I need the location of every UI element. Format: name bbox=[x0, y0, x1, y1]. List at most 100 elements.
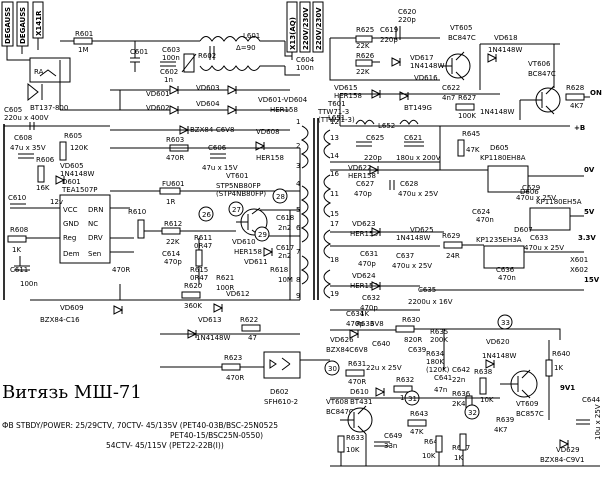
c603-value: 100n bbox=[162, 54, 180, 62]
r628-value: 4K7 bbox=[570, 102, 584, 110]
r644-resistor bbox=[435, 435, 443, 453]
c625-value: 220p bbox=[364, 154, 382, 162]
c618-label: C618 bbox=[276, 214, 294, 222]
r610-resistor bbox=[137, 219, 145, 239]
vd601-label: VD601 bbox=[146, 90, 170, 98]
vd601-604-label: VD601-VD604 bbox=[258, 96, 308, 104]
r603-label: R603 bbox=[166, 136, 184, 144]
r602-label: R602 bbox=[198, 52, 216, 60]
c632-value: 470p bbox=[360, 304, 378, 312]
r628-resistor bbox=[565, 93, 585, 101]
r623-value: 470R bbox=[226, 374, 244, 382]
v33-label: 3.3V bbox=[578, 234, 596, 242]
testpoint-33: 33 bbox=[501, 319, 510, 327]
c644-value: 10u x 25V bbox=[594, 404, 602, 440]
vd615-label: VD615 bbox=[334, 84, 358, 92]
x13-label: X13(AQ) bbox=[289, 17, 297, 50]
c639-label: C639 bbox=[408, 346, 426, 354]
r637-value: 1K bbox=[454, 454, 463, 462]
pin-nc: NC bbox=[88, 220, 98, 228]
r611-value: 0R47 bbox=[194, 242, 212, 250]
v5-label: 5V bbox=[584, 208, 595, 216]
vd602-label: VD602 bbox=[146, 104, 170, 112]
l652-label: L652 bbox=[378, 122, 395, 130]
ac-label-2: 220V/230V bbox=[315, 7, 323, 50]
vt605-label: VT605 bbox=[450, 24, 472, 32]
r643-label: R643 bbox=[410, 410, 428, 418]
vt606-label: VT606 bbox=[528, 60, 551, 68]
c608-value: 47u x 35V bbox=[10, 144, 46, 152]
r640-resistor bbox=[545, 359, 553, 377]
r622-label: R622 bbox=[240, 316, 258, 324]
c642-label: C642 bbox=[452, 366, 470, 374]
r638-label: R638 bbox=[474, 368, 492, 376]
c629-value: 470u x 25V bbox=[516, 194, 556, 202]
v15-label: 15V bbox=[584, 276, 600, 284]
r634-label: R634 bbox=[426, 350, 445, 358]
pin-sen: Sen bbox=[88, 250, 101, 258]
r629-label: R629 bbox=[442, 232, 460, 240]
d607-regulator bbox=[483, 245, 525, 269]
c603-label: C603 bbox=[162, 46, 180, 54]
r645-label: R645 bbox=[462, 130, 480, 138]
degauss-label-2: DEGAUSS bbox=[19, 7, 27, 44]
r620-resistor bbox=[181, 291, 201, 299]
pin-17: 17 bbox=[330, 220, 339, 228]
d607-label: D607 bbox=[514, 226, 533, 234]
c620-label: C620 bbox=[398, 8, 416, 16]
r606-label: R606 bbox=[36, 156, 55, 164]
vd613-value: 1N4148W bbox=[196, 334, 231, 342]
r633b-label: R633 bbox=[346, 434, 364, 442]
r601-resistor bbox=[73, 37, 93, 45]
c636-value: 470n bbox=[498, 274, 516, 282]
pin-16: 16 bbox=[330, 170, 339, 178]
c649-label: C649 bbox=[384, 432, 402, 440]
pin-19: 19 bbox=[330, 290, 339, 298]
degauss-connectors: DEGAUSS DEGAUSS X141R bbox=[1, 1, 44, 47]
r605-resistor bbox=[59, 141, 67, 161]
ac-label-1: 220V/230V bbox=[302, 7, 310, 50]
r640-value: 1K bbox=[554, 364, 563, 372]
c608-label: C608 bbox=[14, 134, 32, 142]
pin-2: 2 bbox=[296, 142, 300, 150]
c602-value: 1n bbox=[164, 76, 173, 84]
c627-value: 470p bbox=[354, 190, 372, 198]
vd609-label: VD609 bbox=[60, 304, 84, 312]
r610-label: R610 bbox=[128, 208, 146, 216]
bt137-label: BT137-800 bbox=[30, 104, 68, 112]
c634-value: 470p bbox=[346, 320, 364, 328]
vd624-label: VD624 bbox=[352, 272, 376, 280]
fu601-value: 1R bbox=[166, 198, 175, 206]
vd605-value: 1N4148W bbox=[60, 170, 95, 178]
vd620-label: VD620 bbox=[486, 338, 510, 346]
c628-value: 470u x 25V bbox=[398, 190, 438, 198]
r631-resistor bbox=[345, 369, 365, 377]
r626-resistor bbox=[355, 59, 373, 67]
vd613-label: VD613 bbox=[198, 316, 222, 324]
pin-vcc: VCC bbox=[63, 206, 78, 214]
r626-value: 22K bbox=[356, 68, 370, 76]
r632-resistor bbox=[393, 385, 413, 393]
pin-4: 4 bbox=[296, 180, 301, 188]
label-6v8: 6V8 bbox=[370, 320, 384, 328]
r635-label: R635 bbox=[430, 328, 448, 336]
pin-12: 12 bbox=[330, 118, 339, 126]
c636-label: C636 bbox=[496, 266, 515, 274]
r610-value: 470R bbox=[112, 266, 130, 274]
c619-value: 220p bbox=[380, 36, 398, 44]
vd618-label: VD618 bbox=[494, 34, 518, 42]
c634-label: C634 bbox=[346, 310, 365, 318]
c624-label: C624 bbox=[472, 208, 491, 216]
c649-value: 33n bbox=[384, 442, 397, 450]
pin-13: 13 bbox=[330, 134, 339, 142]
c641-label: C641 bbox=[434, 374, 452, 382]
pin-reg: Reg bbox=[63, 234, 76, 242]
note-line-1: ФB STBDY/POWER: 25/29CTV, 70CTV- 45/135V… bbox=[2, 421, 278, 430]
r640-label: R640 bbox=[552, 350, 570, 358]
r628-label: R628 bbox=[566, 84, 584, 92]
vd626-value: BZX84C6V8 bbox=[326, 346, 368, 354]
ra-label: RA bbox=[34, 68, 44, 76]
testpoint-30: 30 bbox=[328, 365, 337, 373]
d605-label: D605 bbox=[490, 144, 509, 152]
r636-value: 2K4 bbox=[452, 400, 466, 408]
